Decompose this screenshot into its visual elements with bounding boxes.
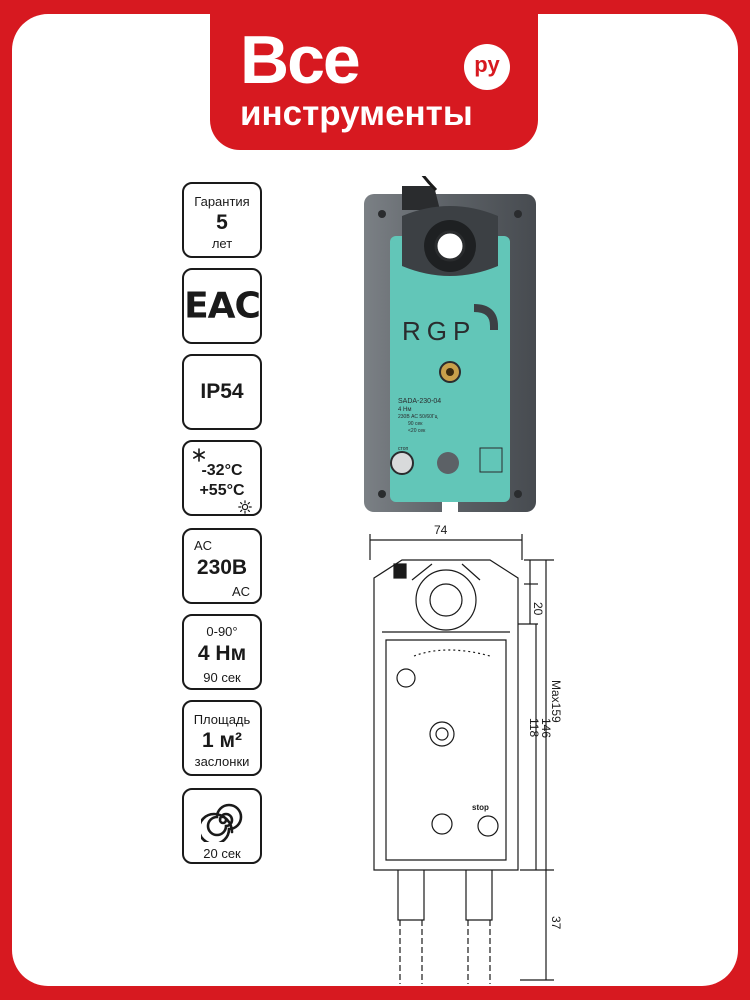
ip-rating-value: IP54 xyxy=(200,380,244,403)
cable-port xyxy=(437,452,459,474)
voltage-top: AC xyxy=(194,538,213,553)
spring-return-badge: 20 сек xyxy=(182,788,262,864)
snowflake-icon xyxy=(192,448,205,462)
damper-area-badge: Площадь 1 м² заслонки xyxy=(182,700,262,776)
run-time-label: 90 сек xyxy=(408,421,423,427)
wiring-diagram xyxy=(479,447,503,473)
dim-cable: 37 xyxy=(549,916,562,930)
voltage-bottom: AC xyxy=(231,584,250,599)
temperature-max: +55°C xyxy=(199,482,245,499)
drawing-stop-label: stop xyxy=(472,803,489,812)
torque-value: 4 Нм xyxy=(197,642,247,665)
warranty-badge: Гарантия 5 лет xyxy=(182,182,262,258)
eac-badge: EAC xyxy=(182,268,262,344)
stop-label: стоп xyxy=(398,446,409,452)
logo-word-instrumenty: инструменты xyxy=(240,94,473,133)
cable-gland xyxy=(402,186,440,210)
dim-max-height: Max159 xyxy=(549,680,562,723)
spring-time-label: <20 сек xyxy=(408,428,426,434)
technical-drawing: 74 20 Max159 146 118 37 stop xyxy=(369,523,562,984)
logo-word-vse: Все xyxy=(240,22,361,98)
spring-return-time: 20 сек xyxy=(203,846,241,861)
damper-area-unit: заслонки xyxy=(194,754,250,769)
dim-top-offset: 20 xyxy=(531,602,545,616)
ip-rating-badge: IP54 xyxy=(182,354,262,430)
sun-icon xyxy=(238,500,252,514)
damper-area-value: 1 м² xyxy=(201,729,243,752)
dim-height-146: 146 xyxy=(539,718,553,738)
temperature-min: -32°C xyxy=(201,462,243,479)
logo-ru-badge: ру xyxy=(464,44,510,90)
eac-mark: EAC xyxy=(184,285,261,327)
dim-height-118: 118 xyxy=(527,718,541,737)
torque-badge: 0-90° 4 Нм 90 сек xyxy=(182,614,262,690)
torque-angle: 0-90° xyxy=(206,624,238,639)
warranty-value: 5 xyxy=(216,211,228,234)
temperature-badge: -32°C +55°C xyxy=(182,440,262,516)
model-label: SADA-230-04 xyxy=(398,398,441,405)
damper-area-label: Площадь xyxy=(193,712,251,727)
torque-time: 90 сек xyxy=(203,670,241,685)
power-label: 230В AC 50/60Гц xyxy=(398,414,438,420)
shaft-hole xyxy=(434,230,466,262)
stop-screw xyxy=(390,451,414,475)
warranty-unit: лет xyxy=(211,236,233,251)
actuator-photo: RGP SADA-230-04 4 Нм 230В AC 50/60Гц 90 … xyxy=(364,176,536,518)
brand-label: RGP xyxy=(402,316,476,346)
store-logo: Все инструменты ру xyxy=(210,14,538,150)
torque-label: 4 Нм xyxy=(398,407,411,413)
warranty-label: Гарантия xyxy=(194,194,250,209)
voltage-value: 230В xyxy=(196,556,248,579)
spiral-icon xyxy=(201,803,243,842)
dim-width: 74 xyxy=(434,523,448,537)
voltage-badge: AC 230В AC xyxy=(182,528,262,604)
